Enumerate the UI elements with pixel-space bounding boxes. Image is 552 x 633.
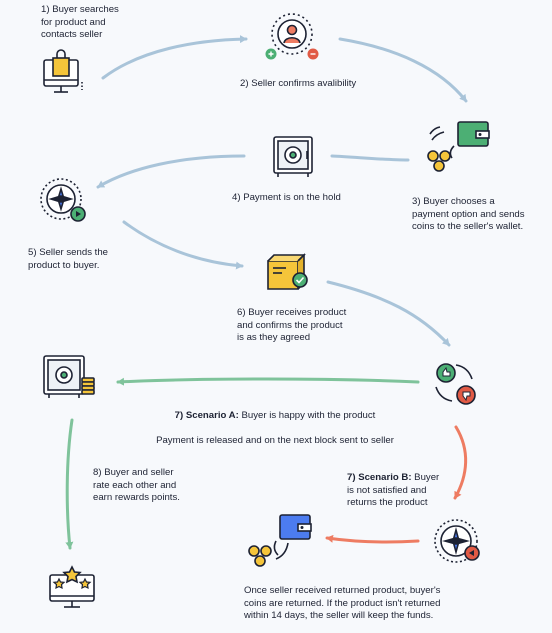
- arrow-step4-to-step5: [96, 154, 246, 189]
- step3-label: 3) Buyer chooses a payment option and se…: [412, 196, 525, 232]
- scenario-b-line1: Buyer: [411, 472, 440, 483]
- safe-coins-icon: [43, 355, 95, 398]
- compass-play-icon: [40, 178, 86, 222]
- scenario-b-label: 7) Scenario B: Buyer is not satisfied an…: [347, 472, 439, 510]
- rating-stars-computer-icon: [49, 565, 95, 608]
- scenario-a-title: 7) Scenario A:: [174, 409, 239, 421]
- confirm-user-icon: [265, 13, 319, 60]
- package-check-icon: [267, 253, 308, 290]
- arrow-step1-to-step2: [101, 35, 248, 80]
- step4-label: 4) Payment is on the hold: [232, 192, 341, 203]
- wallet-coins-return-icon: [248, 514, 312, 567]
- shopping-bag-computer-icon: [43, 49, 83, 93]
- safe-icon: [273, 136, 313, 177]
- scenario-b-rest: is not satisfied and returns the product: [347, 484, 428, 509]
- arrow-step6-to-step7: [326, 280, 451, 347]
- arrow-step3-to-step4: [330, 154, 410, 162]
- compass-return-icon: [434, 519, 480, 563]
- thumbs-vote-icon: [435, 363, 476, 405]
- step5-label: 5) Seller sends the product to buyer.: [28, 247, 108, 271]
- refund-label: Once seller received returned product, b…: [244, 585, 441, 621]
- step8-label: 8) Buyer and seller rate each other and …: [93, 467, 180, 503]
- arrow-scenario-a: [116, 377, 420, 386]
- step6-label: 6) Buyer receives product and confirms t…: [237, 307, 347, 343]
- arrow-step5-to-step6: [122, 220, 244, 270]
- arrow-scenario-b: [453, 425, 468, 500]
- arrow-step2-to-step3: [338, 37, 468, 103]
- step1-label: 1) Buyer searches for product and contac…: [41, 4, 119, 40]
- arrow-step8-down: [65, 418, 74, 550]
- scenario-a-line1: Buyer is happy with the product: [238, 409, 376, 421]
- scenario-b-title: 7) Scenario B:: [347, 472, 412, 483]
- scenario-a-line2: Payment is released and on the next bloc…: [156, 434, 394, 446]
- scenario-a-label: 7) Scenario A: Buyer is happy with the p…: [150, 397, 400, 447]
- step2-label: 2) Seller confirms avalibility: [240, 78, 357, 89]
- arrow-return: [325, 534, 420, 544]
- wallet-coins-icon: [427, 121, 490, 172]
